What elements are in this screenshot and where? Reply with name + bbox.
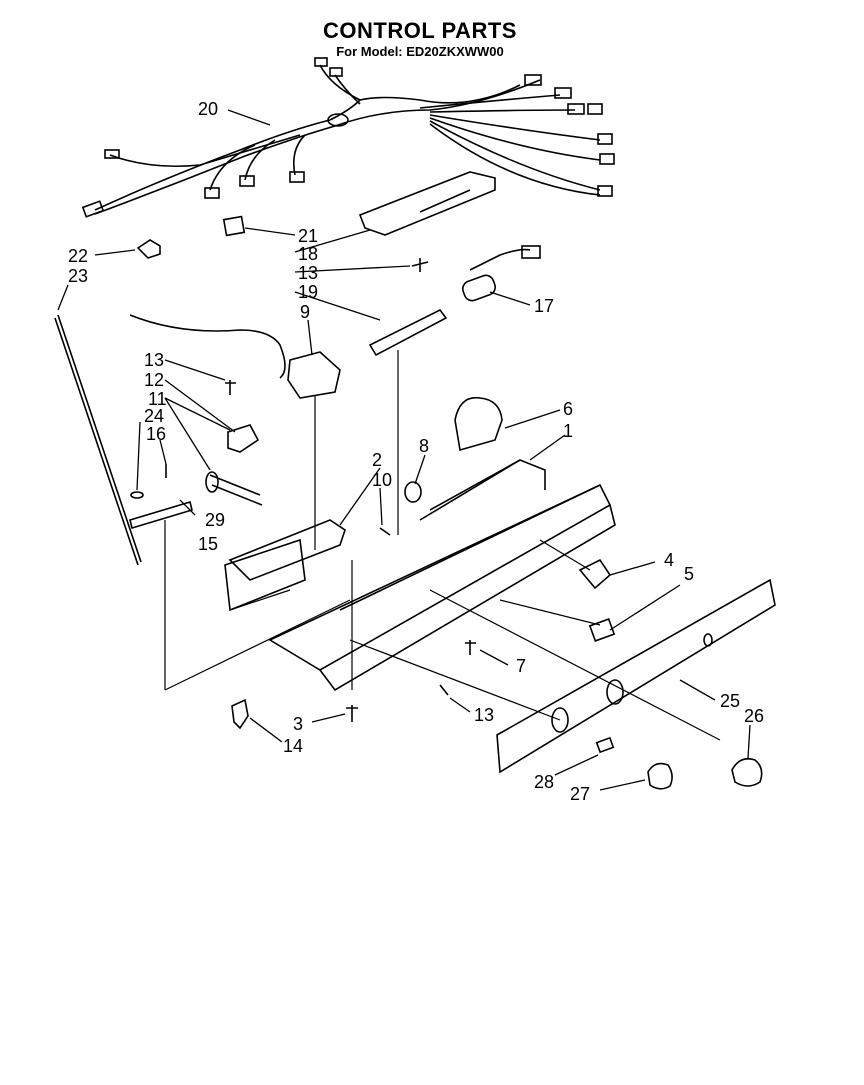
part-2-bracket xyxy=(228,519,346,581)
part-28-clip xyxy=(595,736,615,754)
part-17-capacitor xyxy=(461,274,497,302)
callout-28: 28 xyxy=(534,772,554,792)
part-27-knob xyxy=(647,762,673,790)
callout-16: 16 xyxy=(146,424,166,444)
callout-18: 18 xyxy=(298,244,318,264)
callout-23: 23 xyxy=(68,266,88,286)
part-4-switch xyxy=(578,558,612,590)
callout-19: 19 xyxy=(298,282,318,302)
callout-labels: 20 21 18 13 19 17 9 22 23 13 12 11 24 16… xyxy=(68,99,764,804)
callout-13c: 13 xyxy=(474,705,494,725)
part-18-cover xyxy=(358,171,496,236)
part-1-housing xyxy=(268,483,612,671)
part-6-timer xyxy=(454,396,503,452)
callout-1: 1 xyxy=(563,421,573,441)
part-19-sensor xyxy=(368,308,448,357)
part-26-knob xyxy=(731,757,763,787)
part-21-clip xyxy=(222,215,246,237)
diagram-title: CONTROL PARTS xyxy=(323,18,517,43)
callout-10: 10 xyxy=(372,470,392,490)
callout-7: 7 xyxy=(516,656,526,676)
part-5-switch xyxy=(588,618,616,642)
callout-24: 24 xyxy=(144,406,164,426)
callout-13: 13 xyxy=(298,263,318,283)
callout-12: 12 xyxy=(144,370,164,390)
callout-20: 20 xyxy=(198,99,218,119)
callout-11: 11 xyxy=(148,389,167,409)
part-15-link xyxy=(129,500,193,530)
part-29-bracket xyxy=(224,538,306,612)
callout-17: 17 xyxy=(534,296,554,316)
callout-6: 6 xyxy=(563,399,573,419)
callout-8: 8 xyxy=(419,436,429,456)
part-12-bracket xyxy=(227,424,260,453)
callout-25: 25 xyxy=(720,691,740,711)
callout-13b: 13 xyxy=(144,350,164,370)
callout-9: 9 xyxy=(300,302,310,322)
part-23-rod xyxy=(54,314,142,566)
callout-21: 21 xyxy=(298,226,318,246)
callout-14: 14 xyxy=(283,736,303,756)
callout-15: 15 xyxy=(198,534,218,554)
wire-harness xyxy=(81,57,615,218)
callout-27: 27 xyxy=(570,784,590,804)
callout-29: 29 xyxy=(205,510,225,530)
callout-3: 3 xyxy=(293,714,303,734)
part-9-thermostat xyxy=(287,351,341,399)
part-8-grommet xyxy=(404,481,422,503)
callout-26: 26 xyxy=(744,706,764,726)
callout-5: 5 xyxy=(684,564,694,584)
model-subtitle: For Model: ED20ZKXWW00 xyxy=(336,44,504,59)
part-14-clip xyxy=(231,698,249,730)
part-22-clip xyxy=(136,239,161,259)
part-25-panel xyxy=(496,578,776,774)
callout-4: 4 xyxy=(664,550,674,570)
callout-2: 2 xyxy=(372,450,382,470)
callout-22: 22 xyxy=(68,246,88,266)
